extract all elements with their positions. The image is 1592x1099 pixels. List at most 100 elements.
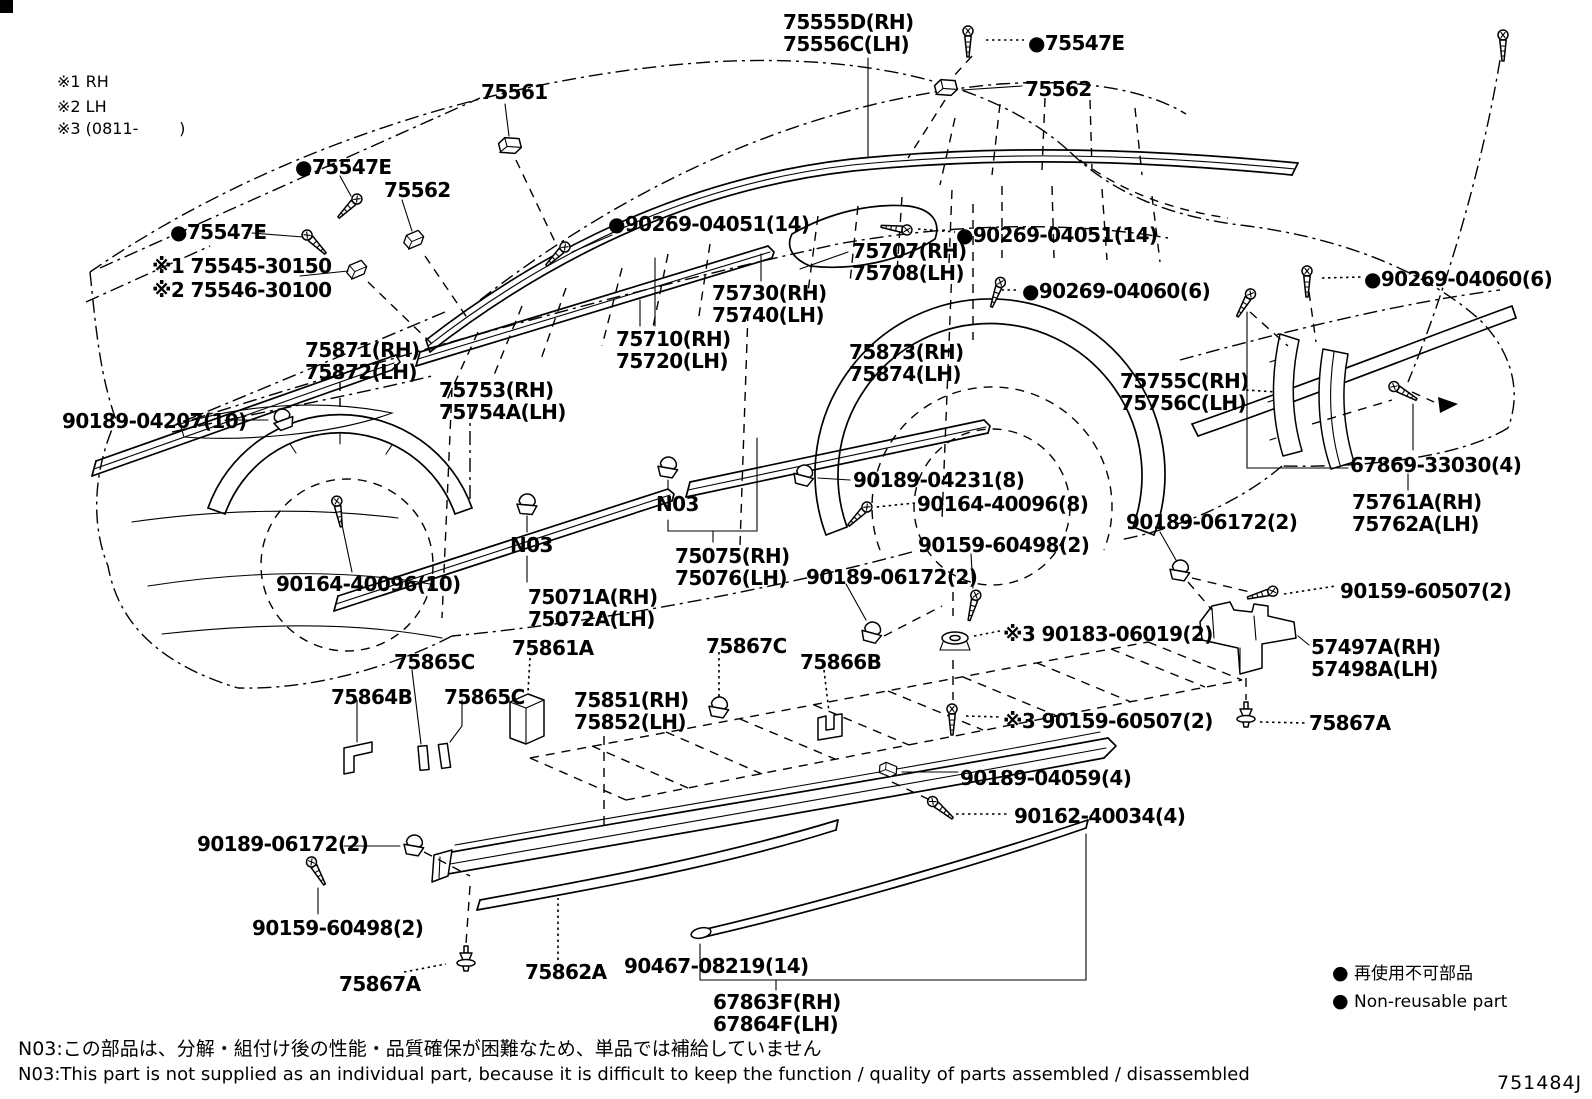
part-label[interactable]: 75730(RH) [712, 281, 827, 305]
screw-icon [879, 220, 914, 237]
belt-mouldings [91, 245, 775, 477]
rear-pillar-appliques [1249, 59, 1501, 470]
part-label[interactable]: 75862A [525, 960, 607, 984]
part-label[interactable]: ※2 75546-30100 [152, 278, 332, 302]
nonreusable-bullet-icon: ● [1332, 990, 1349, 1012]
screw-icon [963, 588, 983, 623]
arrow-icon [1438, 397, 1458, 413]
part-label[interactable]: 75555D(RH) [783, 10, 914, 34]
part-label[interactable]: 90164-40096(10) [276, 572, 461, 596]
window-hatch-lines [445, 97, 1161, 403]
grommet-icon [1167, 557, 1193, 583]
part-label[interactable]: 90159-60498(2) [252, 916, 424, 940]
screw-icon [924, 793, 957, 823]
box-clip-icon [497, 134, 523, 157]
part-label[interactable]: 75708(LH) [852, 261, 965, 285]
screw-icon [1301, 265, 1313, 298]
part-label[interactable]: ●90269-04060(6) [1022, 279, 1211, 303]
screw-icon [303, 854, 330, 888]
part-label[interactable]: 75861A [512, 636, 594, 660]
part-label[interactable]: 57497A(RH) [1311, 635, 1441, 659]
part-label[interactable]: 75755C(RH) [1120, 369, 1249, 393]
pad-75865C [437, 742, 452, 770]
grommet-icon [401, 832, 427, 858]
part-label[interactable]: ●90269-04060(6) [1364, 267, 1553, 291]
pad-75865C [417, 744, 430, 772]
part-label[interactable]: 75075(RH) [675, 544, 790, 568]
part-label[interactable]: 75852(LH) [574, 710, 687, 734]
part-label[interactable]: N03 [656, 492, 699, 516]
screw-icon [946, 703, 958, 736]
corner-mark-icon [0, 0, 13, 13]
ref-mark: ※2 LH [57, 97, 107, 116]
part-label[interactable]: 90159-60498(2) [918, 533, 1090, 557]
part-label[interactable]: 75865C [394, 650, 475, 674]
part-label[interactable]: 75867C [706, 634, 787, 658]
part-label[interactable]: 75872(LH) [305, 360, 418, 384]
part-label[interactable]: 75867A [339, 972, 421, 996]
part-label[interactable]: 75874(LH) [849, 362, 962, 386]
part-label[interactable]: 75761A(RH) [1352, 490, 1482, 514]
part-label[interactable]: 75720(LH) [616, 349, 729, 373]
screw-icon [299, 227, 330, 258]
part-label[interactable]: 75871(RH) [305, 338, 420, 362]
part-label[interactable]: 90189-06172(2) [197, 832, 369, 856]
part-label[interactable]: 75072A(LH) [528, 607, 655, 631]
part-label[interactable]: 75707(RH) [852, 239, 967, 263]
screw-icon [1232, 286, 1259, 320]
part-label[interactable]: 90189-04059(4) [960, 766, 1132, 790]
part-label[interactable]: 75556C(LH) [783, 32, 910, 56]
part-label[interactable]: ●75547E [170, 220, 267, 244]
part-label[interactable]: 67863F(RH) [713, 990, 841, 1014]
part-label[interactable]: 75562 [1025, 77, 1092, 101]
part-label[interactable]: 75756C(LH) [1120, 391, 1247, 415]
part-label[interactable]: ※3 90159-60507(2) [1003, 709, 1213, 733]
part-label[interactable]: 75873(RH) [849, 340, 964, 364]
part-label[interactable]: ●75547E [1028, 31, 1125, 55]
part-label[interactable]: 90467-08219(14) [624, 954, 809, 978]
part-label[interactable]: 75851(RH) [574, 688, 689, 712]
nonreusable-bullet-icon: ● [1332, 962, 1349, 984]
part-label[interactable]: 90189-06172(2) [806, 565, 978, 589]
part-label[interactable]: ●75547E [295, 155, 392, 179]
part-label[interactable]: 75710(RH) [616, 327, 731, 351]
part-label[interactable]: 75865C [444, 685, 525, 709]
part-label[interactable]: 90164-40096(8) [917, 492, 1089, 516]
note-jp: N03:この部品は、分解・組付け後の性能・品質確保が困難なため、単品では補給して… [18, 1038, 822, 1060]
part-label[interactable]: 90189-06172(2) [1126, 510, 1298, 534]
part-label[interactable]: ※3 90183-06019(2) [1003, 622, 1213, 646]
part-label[interactable]: 75866B [800, 650, 882, 674]
part-label[interactable]: 75071A(RH) [528, 585, 658, 609]
part-label[interactable]: 75561 [481, 80, 548, 104]
part-label[interactable]: 57498A(LH) [1311, 657, 1438, 681]
part-label[interactable]: 90189-04231(8) [853, 468, 1025, 492]
part-label[interactable]: 90159-60507(2) [1340, 579, 1512, 603]
part-label[interactable]: 75753(RH) [439, 378, 554, 402]
part-label[interactable]: 75562 [384, 178, 451, 202]
front-wheel-arch-moulding [207, 413, 473, 515]
part-label[interactable]: 75762A(LH) [1352, 512, 1479, 536]
screw-icon [986, 275, 1008, 310]
part-label[interactable]: 90189-04207(10) [62, 409, 247, 433]
part-label[interactable]: 75754A(LH) [439, 400, 566, 424]
part-label[interactable]: ●90269-04051(14) [956, 223, 1158, 247]
part-label[interactable]: 67864F(LH) [713, 1012, 839, 1036]
part-label[interactable]: 75864B [331, 685, 413, 709]
part-label[interactable]: 75740(LH) [712, 303, 825, 327]
part-label[interactable]: 67869-33030(4) [1350, 453, 1522, 477]
part-label[interactable]: 75076(LH) [675, 566, 788, 590]
part-label[interactable]: 90162-40034(4) [1014, 804, 1186, 828]
screw-icon [1497, 29, 1509, 62]
part-label[interactable]: 75867A [1309, 711, 1391, 735]
pin-clip-icon [456, 945, 476, 972]
part-label[interactable]: N03 [510, 533, 553, 557]
screw-icon [330, 494, 347, 529]
part-label[interactable]: ●90269-04051(14) [608, 212, 810, 236]
box-clip-icon [400, 227, 427, 253]
part-label[interactable]: ※1 75545-30150 [152, 254, 332, 278]
screw-icon [844, 499, 875, 530]
leader-lines [231, 39, 1414, 991]
